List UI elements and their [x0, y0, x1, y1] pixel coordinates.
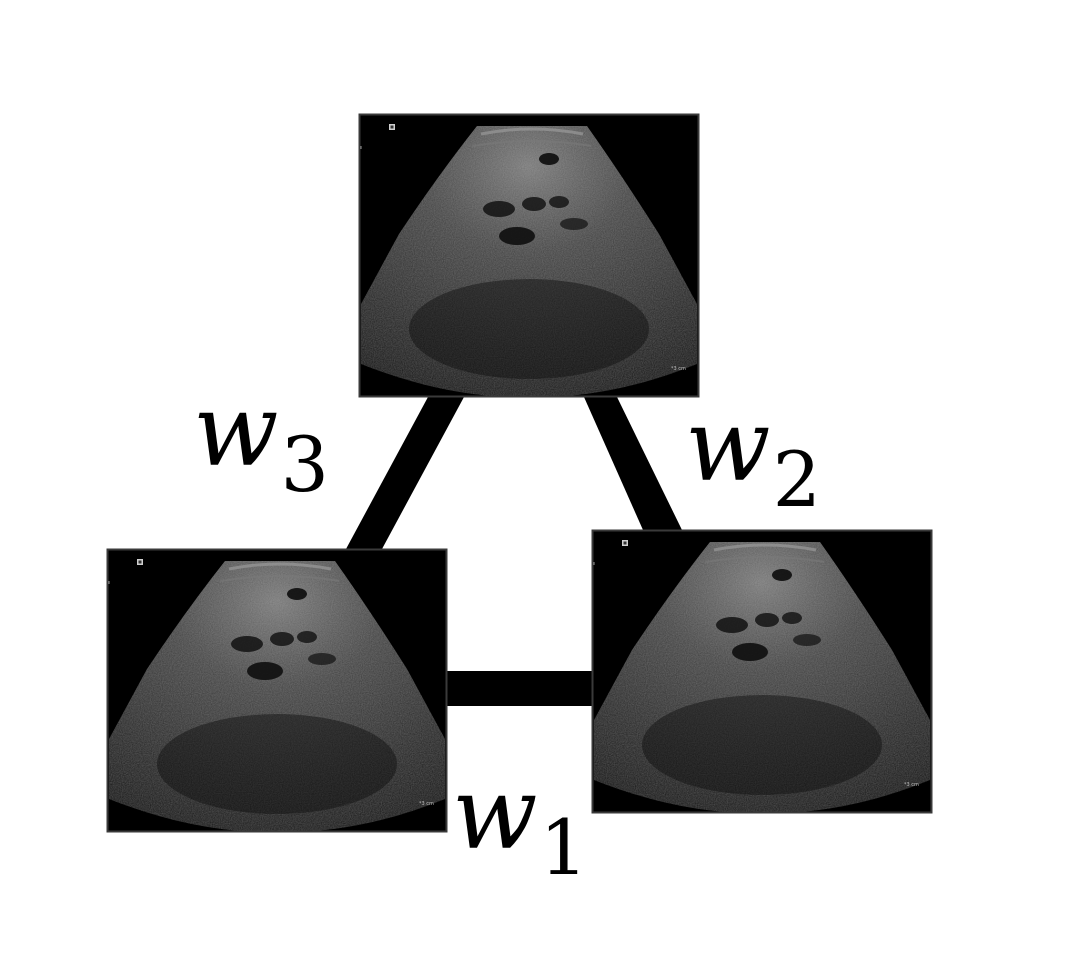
graph-edges	[346, 397, 682, 706]
ultrasound-image-bottom-right: *3 cm	[592, 530, 932, 813]
scale-label: *3 cm	[671, 366, 686, 372]
edge-w1	[444, 671, 594, 706]
ultrasound-image-top: *3 cm	[359, 114, 699, 397]
scale-label: *3 cm	[419, 801, 434, 807]
ultrasound-image-bottom-left: *3 cm	[107, 549, 447, 832]
edge-label-w3: w3	[193, 372, 329, 509]
scale-label: *3 cm	[904, 782, 919, 788]
edge-w2	[584, 397, 682, 530]
edge-label-w2: w2	[685, 387, 821, 524]
edge-label-w1: w1	[452, 755, 588, 892]
edge-w3	[346, 397, 464, 549]
